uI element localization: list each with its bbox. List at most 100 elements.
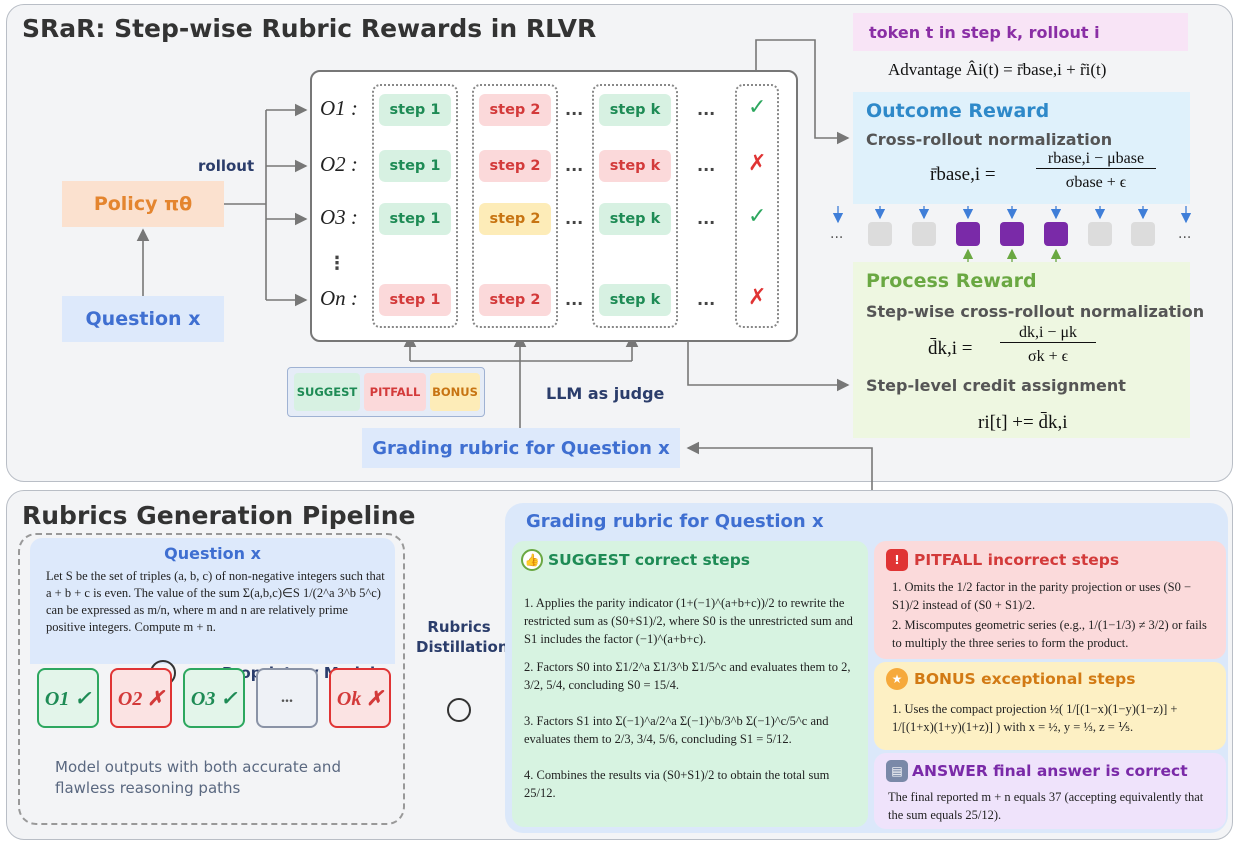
output-label: On : — [320, 286, 358, 310]
outcome-subtitle: Cross-rollout normalization — [866, 130, 1113, 149]
suggest-section — [512, 541, 868, 827]
output-label: O2 : — [320, 152, 358, 176]
question-box: Question x — [62, 296, 224, 342]
openai-icon — [447, 698, 471, 722]
process-subtitle: Step-wise cross-rollout normalization — [866, 302, 1205, 321]
pitfall-title: PITFALL incorrect steps — [914, 551, 1120, 569]
pipeline-title: Rubrics Generation Pipeline — [22, 501, 416, 530]
model-output-card: Ok ✗ — [329, 668, 391, 728]
legend-suggest: SUGGEST — [294, 373, 360, 411]
token-step-k — [1044, 222, 1068, 246]
step-chip: step 2 — [479, 284, 551, 316]
outcome-reward-box — [853, 92, 1190, 204]
policy-box: Policy πθ — [62, 181, 224, 227]
output-label: O3 : — [320, 205, 358, 229]
answer-section — [874, 753, 1226, 829]
vdots: ⋮ — [328, 253, 346, 274]
warning-icon: ! — [886, 549, 908, 571]
token-gray — [912, 222, 936, 246]
step-chip: step 1 — [379, 284, 451, 316]
ellipsis: ... — [697, 209, 716, 228]
process-reward-box — [853, 262, 1190, 438]
step-chip: step k — [599, 284, 671, 316]
pitfall-item: 2. Miscomputes geometric series (e.g., 1… — [892, 618, 1207, 650]
token-step-k — [1000, 222, 1024, 246]
bonus-section — [874, 662, 1226, 750]
outcome-formula-den: σbase + ϵ — [1065, 174, 1127, 191]
pipeline-question-title: Question x — [164, 544, 261, 563]
stepk-column — [592, 84, 678, 328]
ellipsis: ... — [565, 209, 584, 228]
thumbs-up-icon: 👍 — [521, 549, 543, 571]
legend-pitfall: PITFALL — [364, 373, 426, 411]
step-chip: step 1 — [379, 150, 451, 182]
step-chip: step 2 — [479, 203, 551, 235]
process-formula-lhs: d̄k,i = — [928, 338, 973, 359]
step-chip: step 1 — [379, 94, 451, 126]
token-label: token t in step k, rollout i — [853, 13, 1188, 51]
model-output-card: O2 ✗ — [110, 668, 172, 728]
suggest-item: 3. Factors S1 into Σ(−1)^a/2^a Σ(−1)^b/3… — [524, 714, 829, 746]
bonus-item: 1. Uses the compact projection ½( 1/[(1−… — [892, 702, 1178, 734]
legend-bonus: BONUS — [430, 373, 480, 411]
token-gray — [1088, 222, 1112, 246]
check-icon: ✓ — [748, 95, 767, 120]
rollout-label: rollout — [198, 157, 255, 175]
answer-title: ANSWER final answer is correct — [912, 762, 1188, 780]
bonus-title: BONUS exceptional steps — [914, 670, 1136, 688]
process-formula-den: σk + ϵ — [1027, 348, 1069, 365]
pipeline-question-card — [30, 538, 395, 664]
pitfall-item: 1. Omits the 1/2 factor in the parity pr… — [892, 580, 1192, 612]
advantage-formula: Advantage Âi(t) = r̄base,i + r̃i(t) — [888, 60, 1107, 79]
distillation-label: Rubrics Distillation — [416, 618, 509, 656]
ellipsis: ... — [565, 156, 584, 175]
outcome-formula-num: rbase,i − μbase — [1036, 150, 1156, 169]
document-icon: ▤ — [886, 760, 908, 782]
process-title: Process Reward — [866, 270, 1037, 292]
token-ellipsis-left: ... — [830, 226, 844, 242]
pitfall-section — [874, 541, 1226, 659]
step2-column — [472, 84, 558, 328]
model-output-card: ... — [256, 668, 318, 728]
outcome-title: Outcome Reward — [866, 100, 1050, 122]
cross-icon: ✗ — [748, 151, 767, 176]
step-chip: step 2 — [479, 94, 551, 126]
suggest-item: 2. Factors S0 into Σ1/2^a Σ1/3^b Σ1/5^c … — [524, 660, 851, 692]
outputs-caption: Model outputs with both accurate and fla… — [55, 758, 341, 797]
ellipsis: ... — [697, 100, 716, 119]
answer-text: The final reported m + n equals 37 (acce… — [888, 790, 1204, 822]
model-output-card: O3 ✓ — [183, 668, 245, 728]
suggest-title: SUGGEST correct steps — [548, 551, 751, 569]
token-gray — [1131, 222, 1155, 246]
process-formula-num: dk,i − μk — [1000, 324, 1096, 343]
credit-formula: ri[t] += d̄k,i — [978, 412, 1068, 433]
pipeline-question-text: Let S be the set of triples (a, b, c) of… — [46, 569, 385, 634]
outcome-formula-lhs: r̄base,i = — [930, 164, 996, 185]
model-output-card: O1 ✓ — [37, 668, 99, 728]
suggest-item: 1. Applies the parity indicator (1+(−1)^… — [524, 596, 853, 646]
result-column — [735, 84, 779, 328]
token-ellipsis-right: ... — [1178, 226, 1192, 242]
output-label: O1 : — [320, 96, 358, 120]
token-step-k — [956, 222, 980, 246]
step-chip: step k — [599, 94, 671, 126]
ellipsis: ... — [565, 100, 584, 119]
check-icon: ✓ — [748, 204, 767, 229]
grading-rubric-title: Grading rubric for Question x — [526, 511, 824, 532]
cross-icon: ✗ — [748, 285, 767, 310]
suggest-item: 4. Combines the results via (S0+S1)/2 to… — [524, 768, 830, 800]
ellipsis: ... — [697, 290, 716, 309]
credit-assignment-label: Step-level credit assignment — [866, 376, 1126, 395]
trophy-icon: ★ — [886, 668, 908, 690]
step-chip: step k — [599, 150, 671, 182]
step-chip: step k — [599, 203, 671, 235]
step-chip: step 1 — [379, 203, 451, 235]
rlvr-title: SRaR: Step-wise Rubric Rewards in RLVR — [22, 14, 597, 43]
step-chip: step 2 — [479, 150, 551, 182]
rubric-reference-box: Grading rubric for Question x — [362, 428, 680, 468]
ellipsis: ... — [565, 290, 584, 309]
token-gray — [868, 222, 892, 246]
llm-judge-label: LLM as judge — [546, 384, 665, 403]
step1-column — [372, 84, 458, 328]
ellipsis: ... — [697, 156, 716, 175]
